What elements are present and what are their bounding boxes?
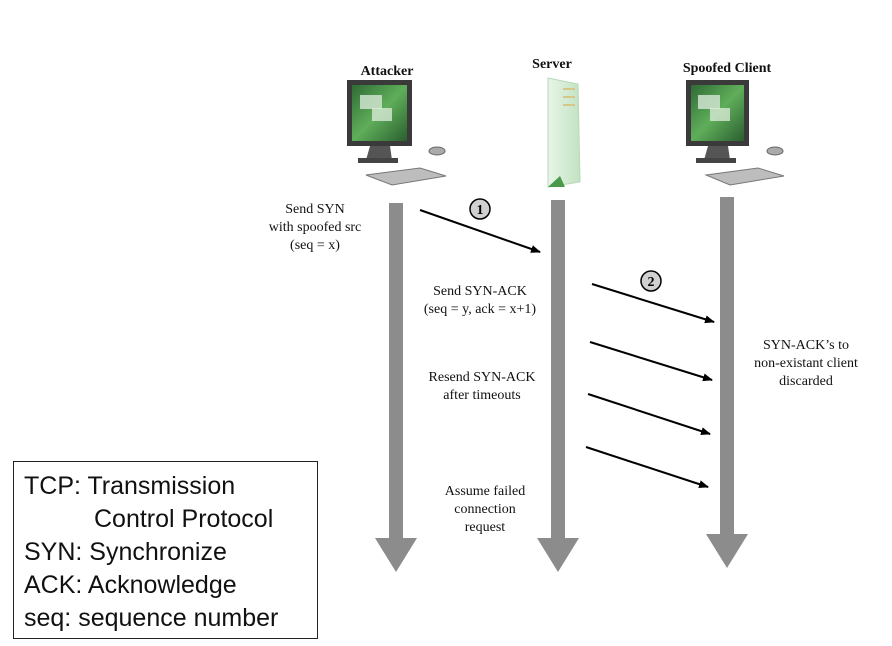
synack-arrow-3 [587,393,711,435]
discarded-line-2: non-existant client [754,356,858,371]
server-tower-icon [547,77,581,188]
synack-arrow-2 [589,341,713,382]
assume-failed-line-2: connection [454,502,516,517]
discarded-line-3: discarded [779,374,833,389]
discarded-line-1: SYN-ACK’s to [763,338,849,353]
step-1-number: 1 [477,203,484,218]
spoofed-client-label: Spoofed Client [682,61,772,76]
assume-failed-note: Assume failed connection request [445,483,525,537]
resend-note: Resend SYN-ACK after timeouts [429,369,536,405]
legend-ack: ACK: Acknowledge [24,571,237,599]
send-syn-note: Send SYN with spoofed src (seq = x) [269,201,362,255]
resend-line-1: Resend SYN-ACK [428,370,536,385]
spoofed-client-computer-icon [686,80,785,186]
send-syn-line-2: with spoofed src [268,220,362,235]
legend-syn: SYN: Synchronize [24,538,227,566]
send-synack-line-2: (seq = y, ack = x+1) [423,302,537,317]
server-timeline [537,200,579,572]
discarded-note: SYN-ACK’s to non-existant client discard… [754,337,858,391]
send-synack-line-1: Send SYN-ACK [433,284,527,299]
server-label: Server [532,57,572,72]
legend-tcp-cont: Control Protocol [94,505,274,533]
resend-line-2: after timeouts [443,388,521,403]
send-syn-line-1: Send SYN [285,202,345,217]
legend-box: TCP: Transmission Control Protocol SYN: … [13,461,318,639]
step-2-badge: 2 [640,270,662,292]
attacker-label: Attacker [360,64,414,79]
assume-failed-line-3: request [464,520,506,535]
send-synack-note: Send SYN-ACK (seq = y, ack = x+1) [424,283,536,319]
attacker-computer-icon [347,80,447,186]
step-1-badge: 1 [469,198,491,220]
attacker-timeline [375,203,417,572]
syn-arrow [419,209,541,253]
legend-seq: seq: sequence number [24,604,279,632]
assume-failed-line-1: Assume failed [444,484,526,499]
legend-tcp: TCP: Transmission [24,472,236,500]
synack-arrow-4 [585,446,709,488]
send-syn-line-3: (seq = x) [290,238,340,253]
synack-arrow-1 [591,283,715,324]
spoofed-client-timeline [706,197,748,568]
step-2-number: 2 [648,275,655,290]
